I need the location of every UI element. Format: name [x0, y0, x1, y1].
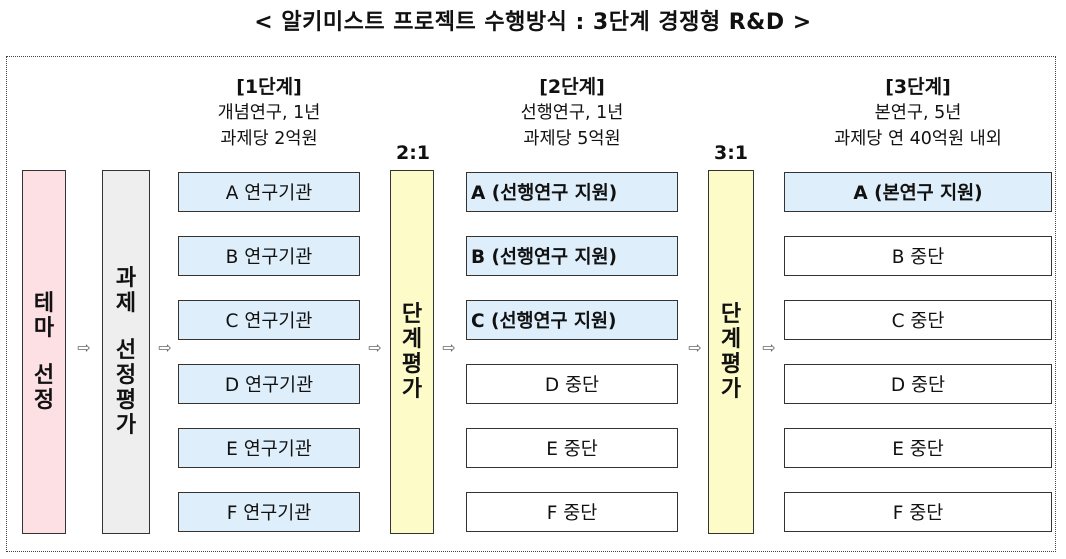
- stage1-header: [1단계] 개념연구, 1년 과제당 2억원: [178, 74, 360, 152]
- stage-evaluation-bar-1: 단계평가: [390, 170, 434, 534]
- stage3-header: [3단계] 본연구, 5년 과제당 연 40억원 내외: [784, 74, 1052, 152]
- selection-bar-line1: 과제: [115, 266, 137, 316]
- stage-evaluation-bar-2: 단계평가: [708, 170, 754, 534]
- stage2-label: [2단계]: [539, 76, 605, 98]
- stage1-box-a: A 연구기관: [178, 172, 360, 212]
- stage2-box-c: C (선행연구 지원): [466, 300, 678, 340]
- ratio-stage1-to-2: 2:1: [395, 142, 431, 164]
- stage2-header: [2단계] 선행연구, 1년 과제당 5억원: [466, 74, 678, 152]
- stage2-box-e: E 중단: [466, 428, 678, 468]
- theme-bar-line1: 테마: [33, 291, 55, 341]
- diagram-frame: [6, 56, 1056, 552]
- stage3-desc: 본연구, 5년: [874, 103, 962, 123]
- stage3-box-e: E 중단: [784, 428, 1052, 468]
- stage3-box-a: A (본연구 지원): [784, 172, 1052, 212]
- stage3-box-f: F 중단: [784, 492, 1052, 532]
- diagram-title: < 알키미스트 프로젝트 수행방식 : 3단계 경쟁형 R&D >: [254, 10, 812, 35]
- arrow-right-icon: ⇨: [762, 338, 776, 357]
- stage1-desc: 개념연구, 1년: [217, 103, 321, 123]
- theme-bar-line2: 선정: [33, 363, 55, 413]
- stage3-box-c: C 중단: [784, 300, 1052, 340]
- stage1-budget: 과제당 2억원: [220, 129, 318, 149]
- stage1-box-d: D 연구기관: [178, 364, 360, 404]
- eval2-text: 단계평가: [720, 302, 742, 402]
- stage1-box-b: B 연구기관: [178, 236, 360, 276]
- eval1-text: 단계평가: [401, 302, 423, 402]
- stage1-box-e: E 연구기관: [178, 428, 360, 468]
- arrow-right-icon: ⇨: [368, 338, 382, 357]
- arrow-right-icon: ⇨: [688, 338, 702, 357]
- stage2-box-b: B (선행연구 지원): [466, 236, 678, 276]
- theme-selection-bar: 테마 선정: [22, 170, 66, 534]
- stage2-budget: 과제당 5억원: [523, 129, 621, 149]
- stage2-box-f: F 중단: [466, 492, 678, 532]
- stage1-box-f: F 연구기관: [178, 492, 360, 532]
- stage3-box-d: D 중단: [784, 364, 1052, 404]
- stage3-budget: 과제당 연 40억원 내외: [834, 129, 1002, 149]
- stage2-desc: 선행연구, 1년: [520, 103, 624, 123]
- stage2-box-d: D 중단: [466, 364, 678, 404]
- stage1-label: [1단계]: [236, 76, 302, 98]
- arrow-right-icon: ⇨: [158, 338, 172, 357]
- project-selection-bar: 과제 선정평가: [102, 170, 150, 534]
- stage3-label: [3단계]: [885, 76, 951, 98]
- stage3-box-b: B 중단: [784, 236, 1052, 276]
- stage1-box-c: C 연구기관: [178, 300, 360, 340]
- arrow-right-icon: ⇨: [442, 338, 456, 357]
- ratio-stage2-to-3: 3:1: [713, 142, 749, 164]
- selection-bar-line2: 선정평가: [115, 338, 137, 438]
- arrow-right-icon: ⇨: [77, 338, 91, 357]
- stage2-box-a: A (선행연구 지원): [466, 172, 678, 212]
